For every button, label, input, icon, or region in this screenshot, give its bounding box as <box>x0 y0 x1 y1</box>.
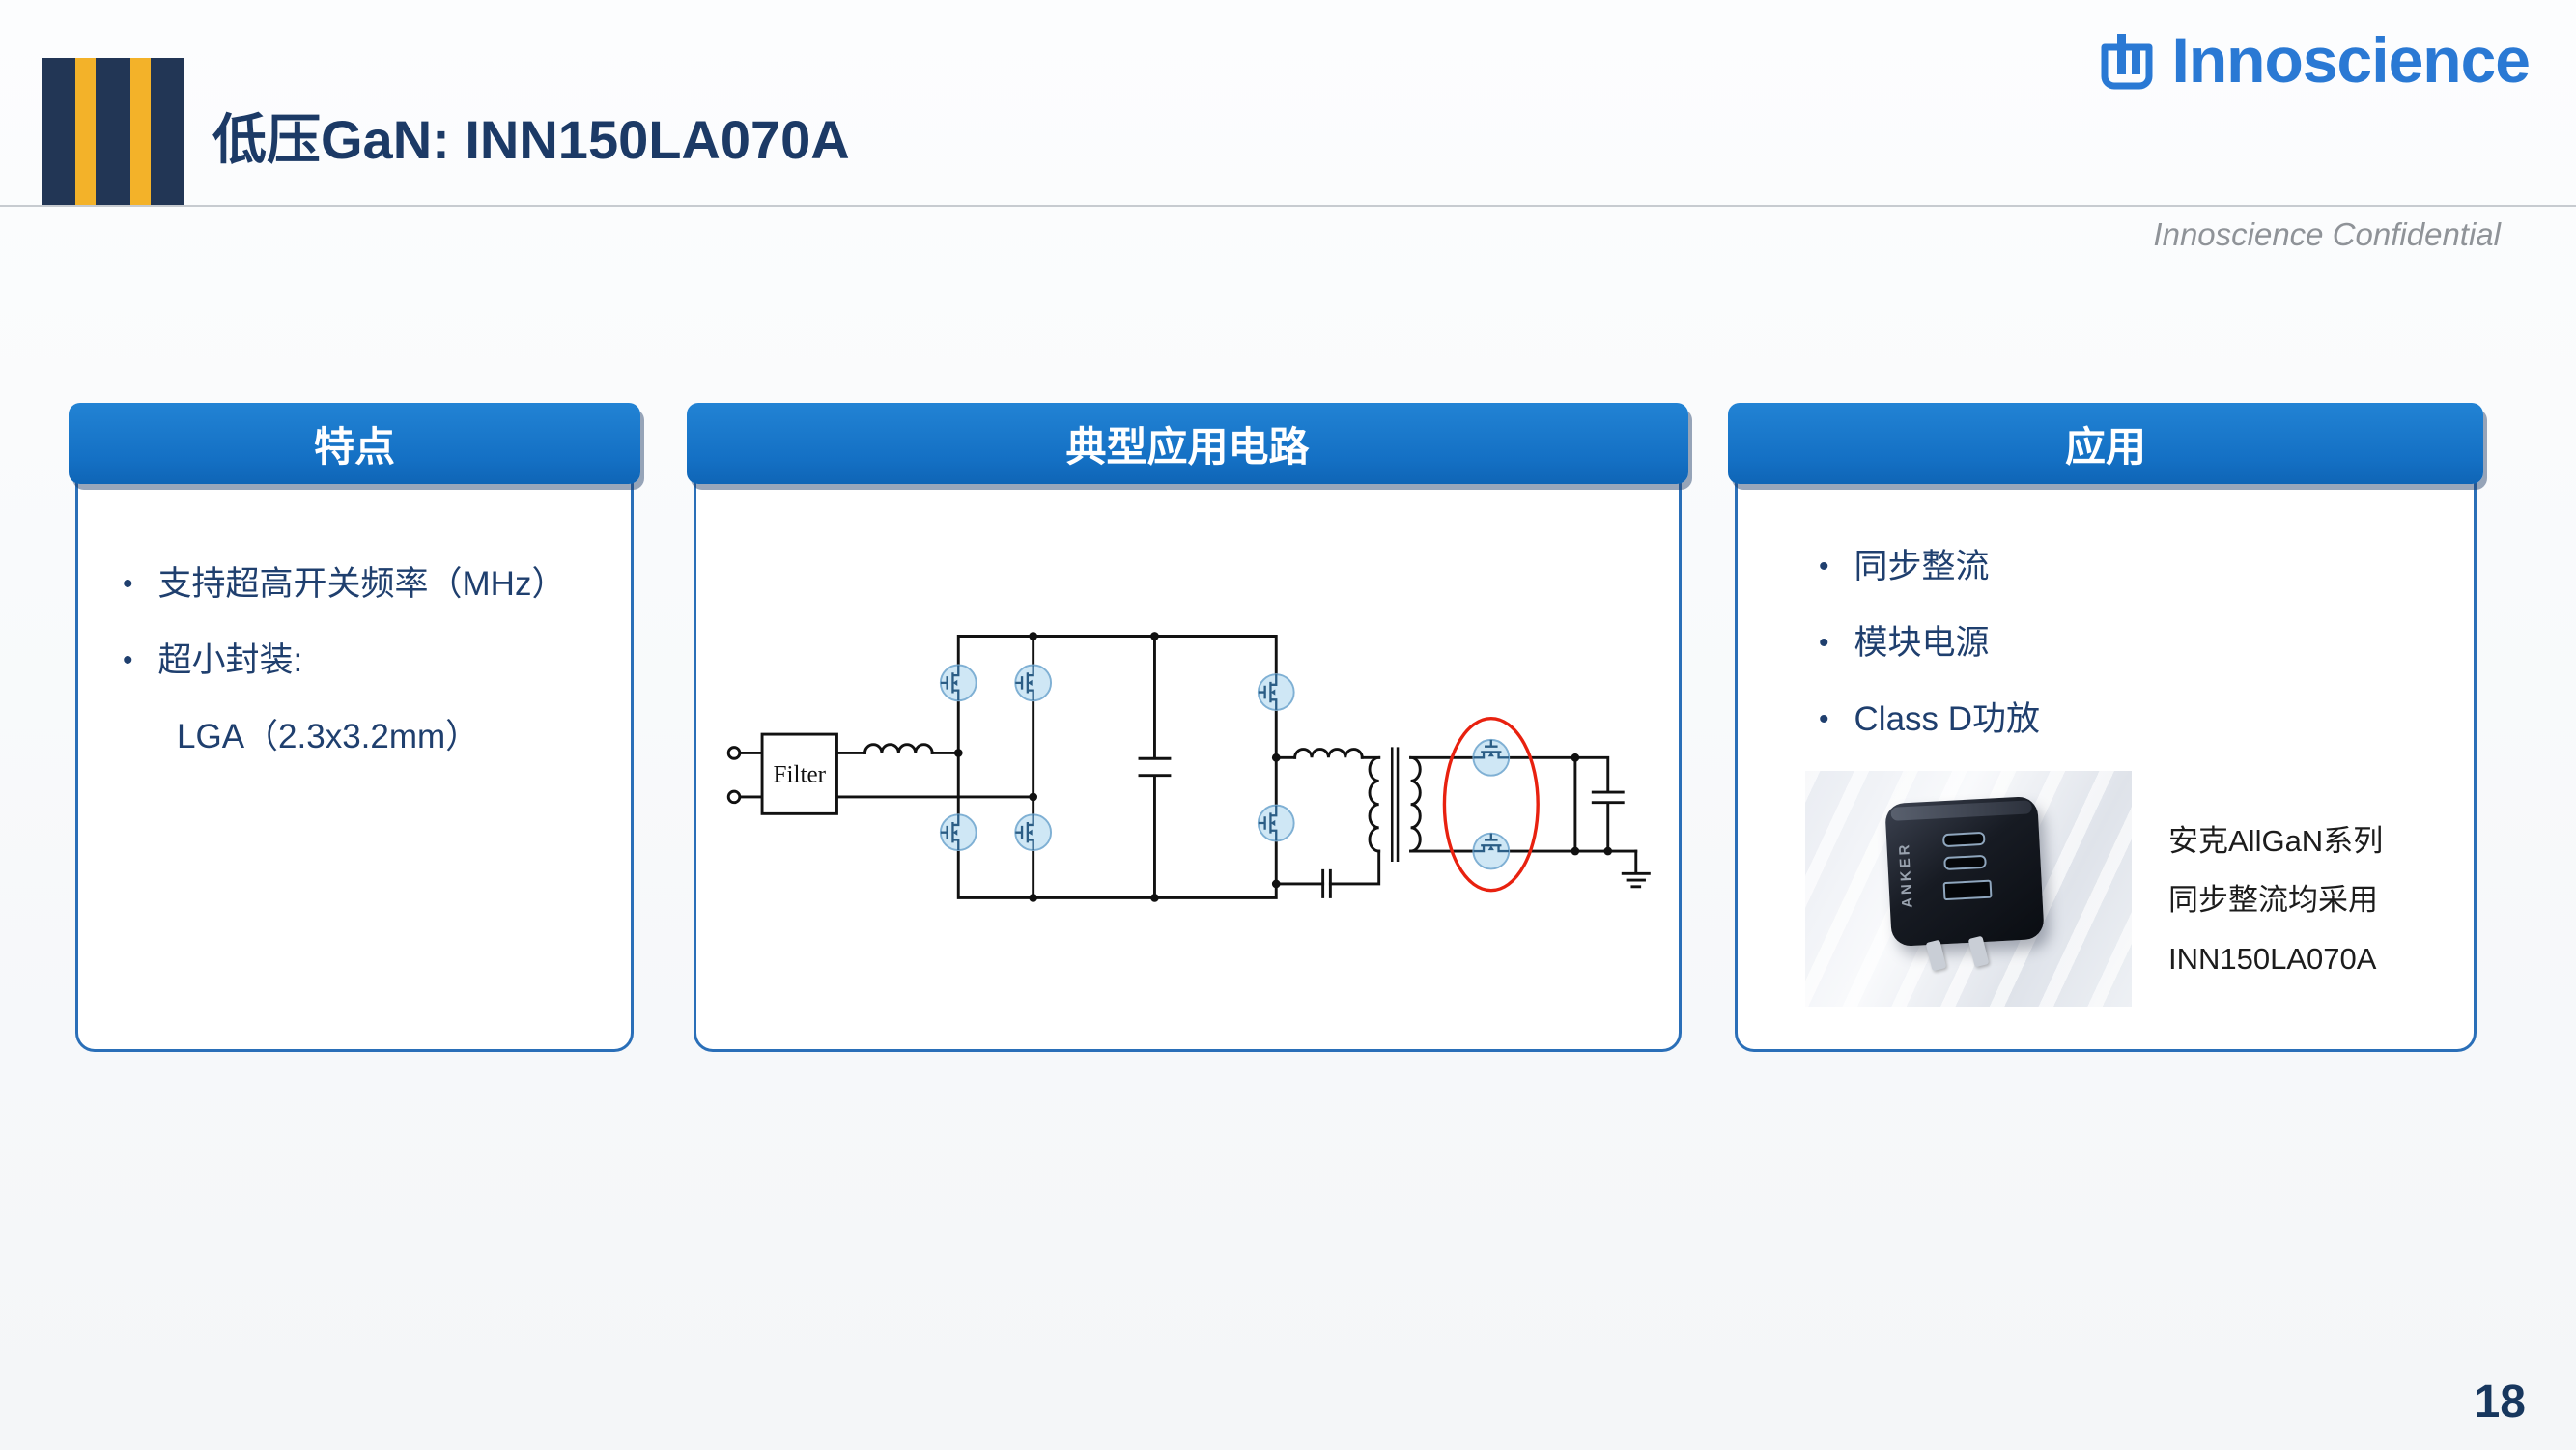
brand-stripes <box>42 58 184 205</box>
ac-input-terminal <box>726 746 742 760</box>
charger-caption-line: 同步整流均采用 <box>2168 883 2378 917</box>
stripe-gold <box>129 58 151 205</box>
stripe-navy <box>150 58 184 205</box>
mosfet-icon <box>1257 804 1295 842</box>
mosfet-icon <box>1014 813 1053 852</box>
sync-rect-mosfet-icon <box>1472 832 1511 870</box>
feature-bullet: 超小封装: <box>123 633 608 682</box>
applications-card-header: 应用 <box>1728 403 2483 484</box>
charger-caption-line: INN150LA070A <box>2168 942 2377 976</box>
page-title: 低压GaN: INN150LA070A <box>212 109 850 170</box>
usbc-port-icon <box>1943 854 1987 871</box>
application-bullet-text: 模块电源 <box>1854 624 1990 662</box>
innoscience-logo: Innoscience <box>2095 23 2531 97</box>
feature-bullet-text: 超小封装: <box>157 641 303 679</box>
resonant-capacitor-icon <box>1321 868 1332 898</box>
transformer-icon <box>1368 747 1422 862</box>
ground-icon <box>1621 849 1651 889</box>
stripe-gold <box>75 58 97 205</box>
charger-caption: 安克AllGaN系列 同步整流均采用 INN150LA070A <box>2168 811 2383 988</box>
junction-dots <box>954 632 1613 902</box>
ac-input-terminal <box>726 789 742 805</box>
stripe-navy <box>96 58 130 205</box>
filter-box <box>760 732 839 815</box>
features-card-body: 支持超高开关频率（MHz） 超小封装: LGA（2.3x3.2mm） <box>75 472 634 1052</box>
usba-port-icon <box>1942 879 1993 901</box>
sync-rect-mosfet-icon <box>1472 738 1511 777</box>
output-capacitor-icon <box>1573 755 1625 853</box>
charger-image: ANKER <box>1805 771 2132 1007</box>
applications-card-body: 同步整流 模块电源 Class D功放 ANKER 安克AllGaN系列 <box>1735 472 2477 1052</box>
stripe-navy <box>42 58 76 205</box>
features-card-header: 特点 <box>69 403 640 484</box>
application-bullet-text: 同步整流 <box>1854 548 1990 585</box>
circuit-wires <box>738 634 1651 899</box>
feature-subline: LGA（2.3x3.2mm） <box>177 718 480 755</box>
resonant-inductor-icon <box>1293 748 1364 759</box>
filter-label: Filter <box>774 761 827 787</box>
circuit-diagram: Filter <box>726 632 1651 902</box>
charger-brand-label: ANKER <box>1896 841 1916 909</box>
mosfet-icon <box>1014 664 1053 702</box>
header-divider <box>0 205 2576 207</box>
usbc-port-icon <box>1941 831 1986 848</box>
circuit-card-body: Filter <box>694 472 1682 1052</box>
mosfet-icon <box>1257 672 1295 711</box>
dc-link-capacitor-icon <box>1138 634 1172 899</box>
feature-bullet: 支持超高开关频率（MHz） <box>123 556 608 606</box>
mosfet-icon <box>939 813 977 852</box>
inductor-icon <box>863 743 934 754</box>
logo-wordmark: Innoscience <box>2171 24 2531 96</box>
application-bullet: 模块电源 <box>1819 615 2450 665</box>
application-bullet: Class D功放 <box>1819 692 2450 741</box>
application-bullet-text: Class D功放 <box>1854 700 2041 738</box>
confidential-note: Innoscience Confidential <box>2153 216 2501 252</box>
application-bullet: 同步整流 <box>1819 539 2450 588</box>
features-card: 特点 支持超高开关频率（MHz） 超小封装: LGA（2.3x3.2mm） <box>69 403 640 1052</box>
innoscience-logo-icon <box>2101 34 2153 90</box>
circuit-card-header: 典型应用电路 <box>687 403 1688 484</box>
feature-bullet-text: 支持超高开关频率（MHz） <box>157 565 566 603</box>
red-highlight-ellipse <box>1442 716 1541 893</box>
charger-body: ANKER <box>1884 795 2045 948</box>
page-number: 18 <box>2474 1377 2526 1428</box>
mosfet-icon <box>939 664 977 702</box>
plug-prong <box>1925 939 1947 972</box>
applications-card: 应用 同步整流 模块电源 Class D功放 ANKER <box>1728 403 2483 1052</box>
charger-caption-line: 安克AllGaN系列 <box>2168 824 2384 858</box>
circuit-card: 典型应用电路 <box>687 403 1688 1052</box>
